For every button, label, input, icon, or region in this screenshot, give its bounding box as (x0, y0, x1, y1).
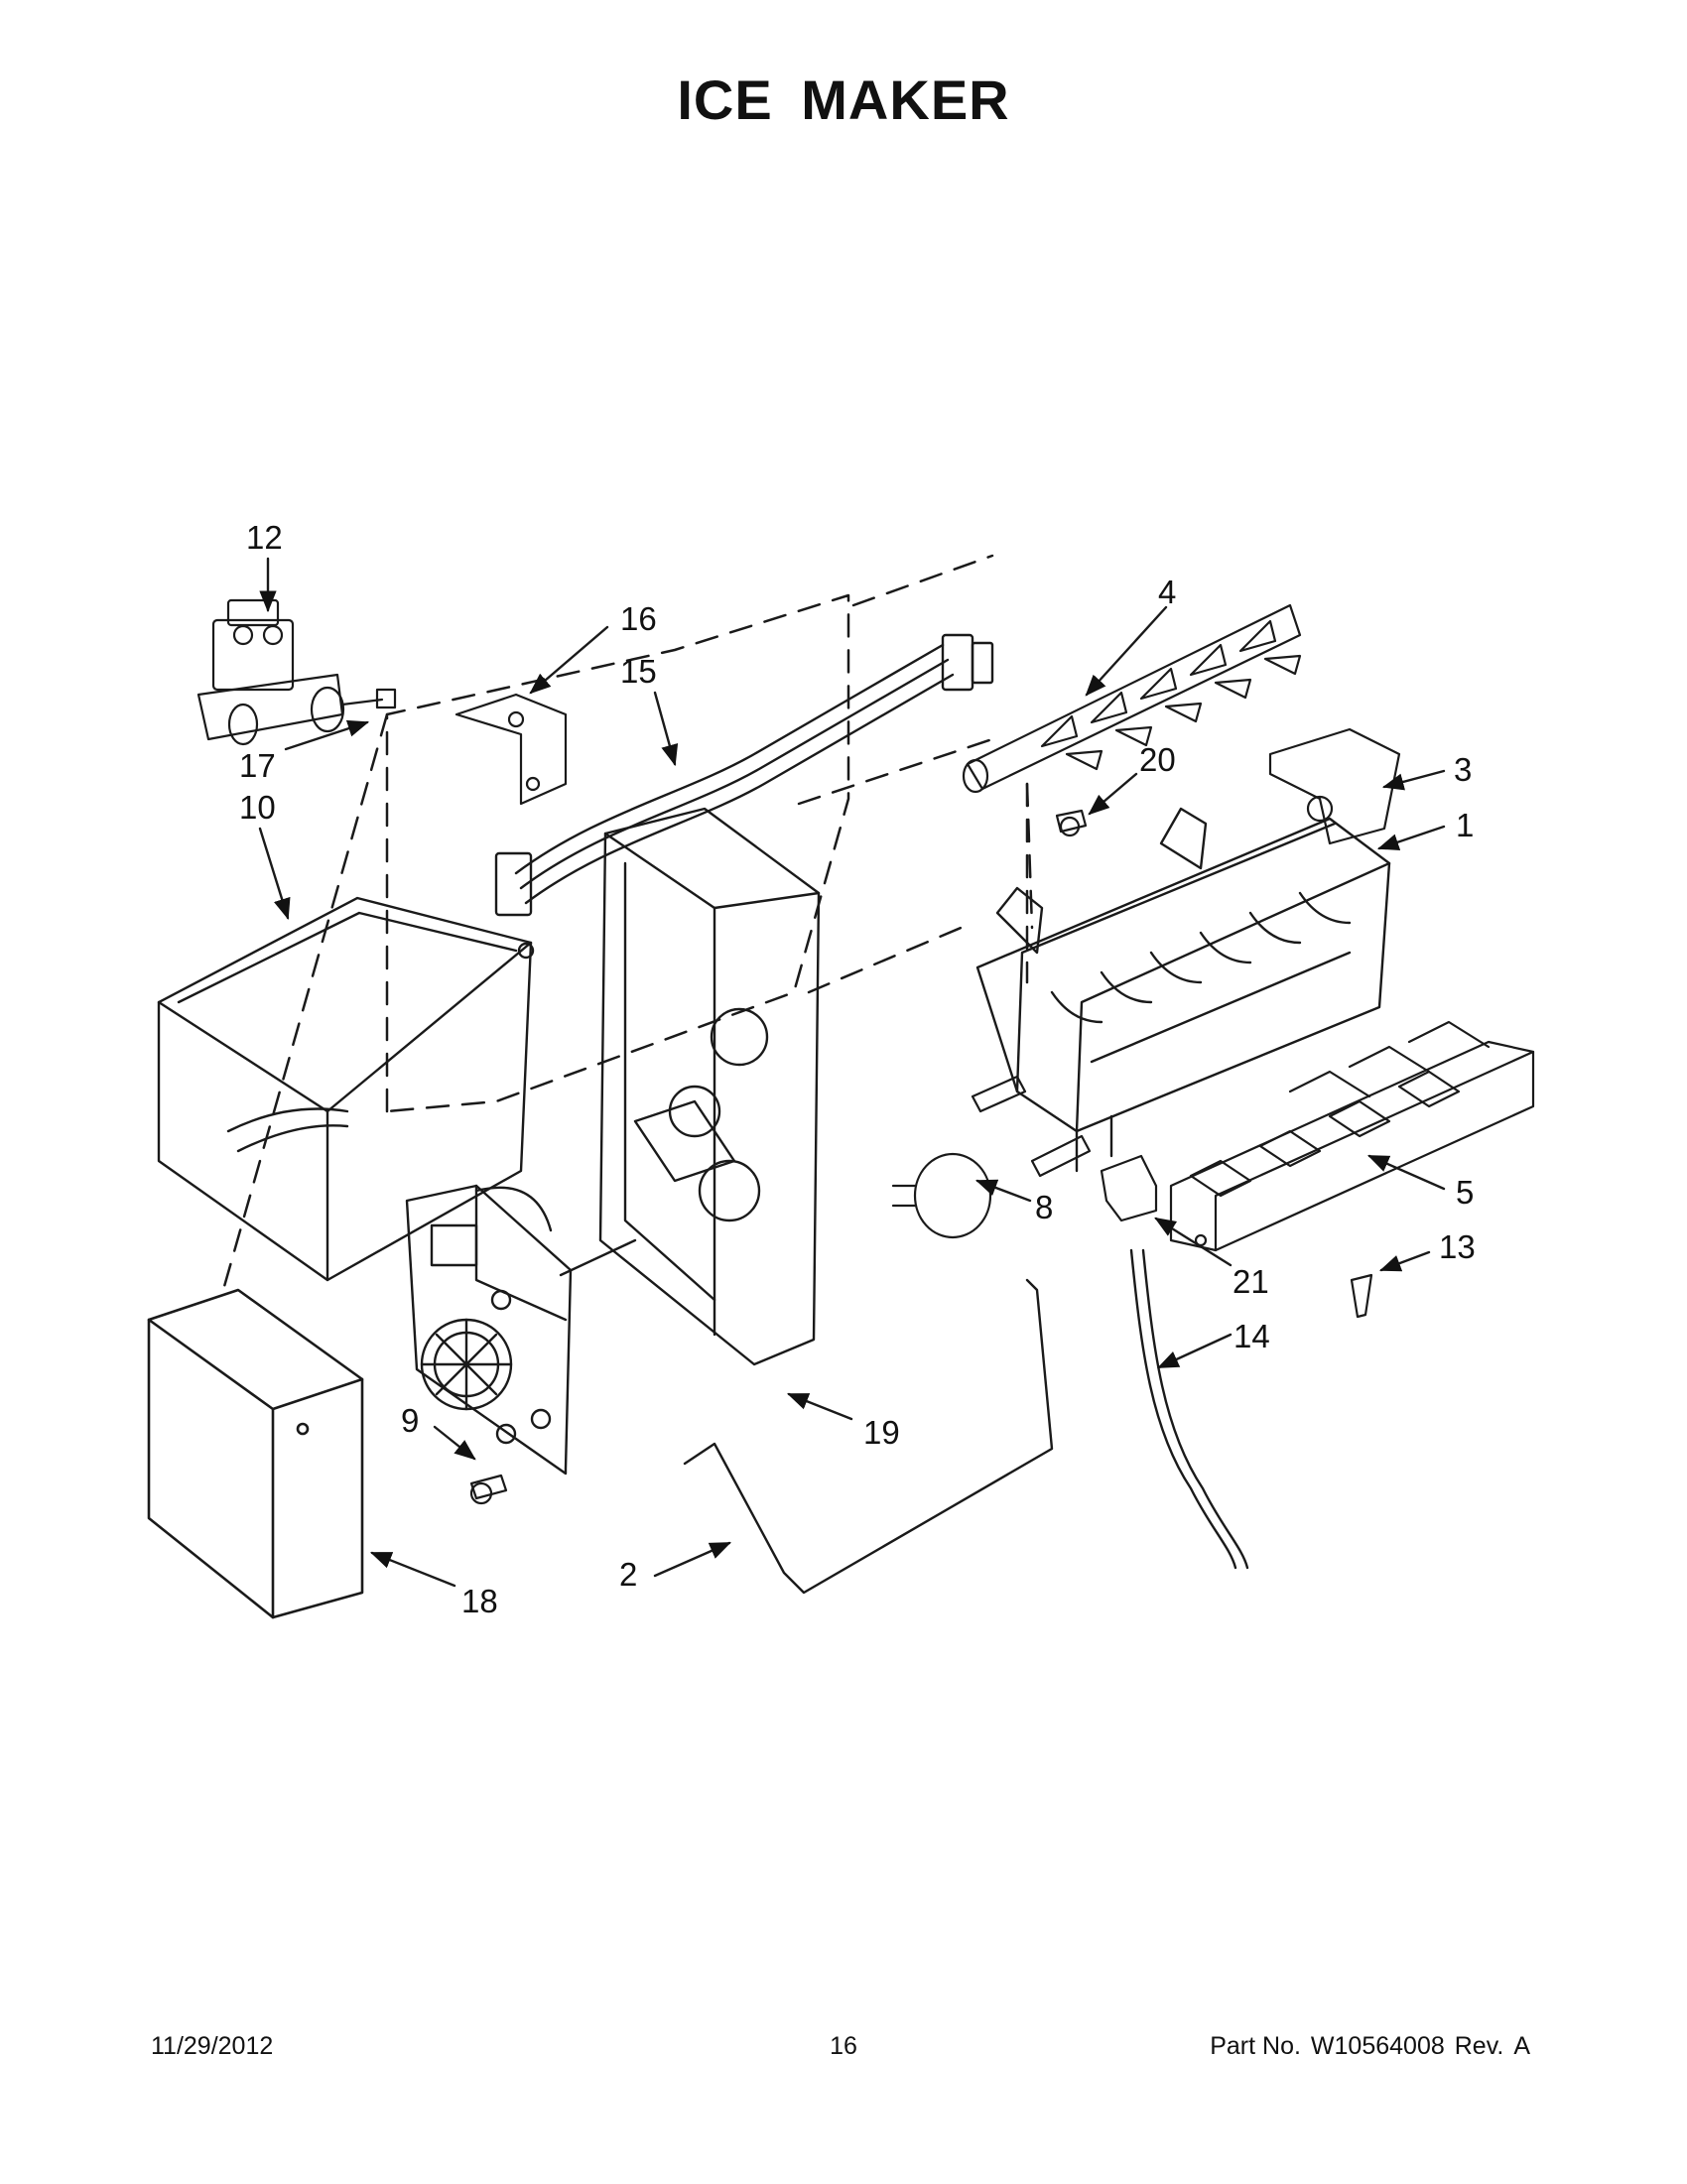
wire-harness-part (494, 633, 994, 917)
screw-part-9 (469, 1474, 508, 1505)
arrow-20 (1088, 772, 1138, 816)
arrow-4 (1085, 605, 1168, 697)
callout-arrows (258, 557, 1446, 1588)
callout-label-19: 19 (863, 1414, 900, 1451)
callout-label-3: 3 (1454, 751, 1472, 788)
callout-label-2: 2 (619, 1556, 637, 1593)
callout-label-20: 20 (1139, 741, 1176, 778)
arrow-16 (529, 625, 609, 695)
arrow-15 (653, 691, 679, 767)
fastener-part-13 (1350, 1273, 1373, 1319)
callout-label-4: 4 (1158, 574, 1176, 610)
footer-rev-value: A (1513, 2032, 1530, 2060)
callout-label-9: 9 (401, 1402, 419, 1439)
callout-label-8: 8 (1035, 1189, 1053, 1225)
callout-label-17: 17 (239, 747, 276, 784)
arrow-2 (653, 1541, 731, 1578)
callout-label-12: 12 (246, 519, 283, 556)
footer-part-number: Part No. W10564008 Rev. A (1200, 2032, 1530, 2061)
shutoff-arm-part (683, 1278, 1054, 1595)
callout-label-16: 16 (620, 600, 657, 637)
arrow-3 (1381, 769, 1446, 791)
water-valve-part (196, 598, 397, 746)
module-cover-part (147, 1288, 364, 1619)
heater-clip-part (1100, 1154, 1158, 1222)
callout-label-1: 1 (1456, 807, 1474, 843)
arrow-18 (369, 1551, 456, 1588)
footer-date: 11/29/2012 (151, 2032, 274, 2060)
page-title: ICE MAKER (677, 68, 1010, 131)
callout-label-18: 18 (461, 1583, 498, 1619)
callout-labels: 1 2 3 4 5 8 9 10 12 13 14 15 16 17 18 19… (239, 519, 1476, 1619)
arrow-1 (1376, 825, 1446, 850)
footer-rev-label: Rev. (1454, 2032, 1504, 2060)
arrow-21 (1154, 1217, 1233, 1267)
mold-cover-part (1268, 727, 1401, 845)
callout-label-21: 21 (1233, 1263, 1269, 1300)
thermostat-part (891, 1075, 1092, 1239)
fill-tube-part (1129, 1248, 1249, 1570)
arrow-9 (433, 1425, 476, 1461)
footer-part-no-label: Part No. (1210, 2032, 1301, 2060)
callout-label-5: 5 (1456, 1174, 1474, 1211)
ice-mold-part (975, 807, 1391, 1173)
control-housing-part (598, 807, 821, 1366)
wire-bracket-part (454, 693, 568, 806)
screw-part-20 (1055, 809, 1088, 837)
footer-part-no-value: W10564008 (1310, 2032, 1445, 2060)
callout-label-15: 15 (620, 653, 657, 690)
arrow-8 (974, 1179, 1032, 1203)
callout-label-13: 13 (1439, 1228, 1476, 1265)
arrow-13 (1378, 1250, 1431, 1272)
arrow-17 (284, 719, 370, 751)
stripper-part (1169, 1020, 1535, 1252)
arrow-19 (786, 1392, 853, 1421)
callout-label-14: 14 (1233, 1318, 1270, 1354)
ice-bin-part (157, 896, 535, 1282)
callout-label-10: 10 (239, 789, 276, 826)
motor-plate-part (405, 1184, 637, 1476)
arrow-5 (1367, 1154, 1446, 1191)
footer-page-number: 16 (830, 2032, 857, 2060)
ejector-part (962, 603, 1302, 794)
arrow-14 (1157, 1333, 1233, 1369)
arrow-10 (258, 827, 291, 921)
